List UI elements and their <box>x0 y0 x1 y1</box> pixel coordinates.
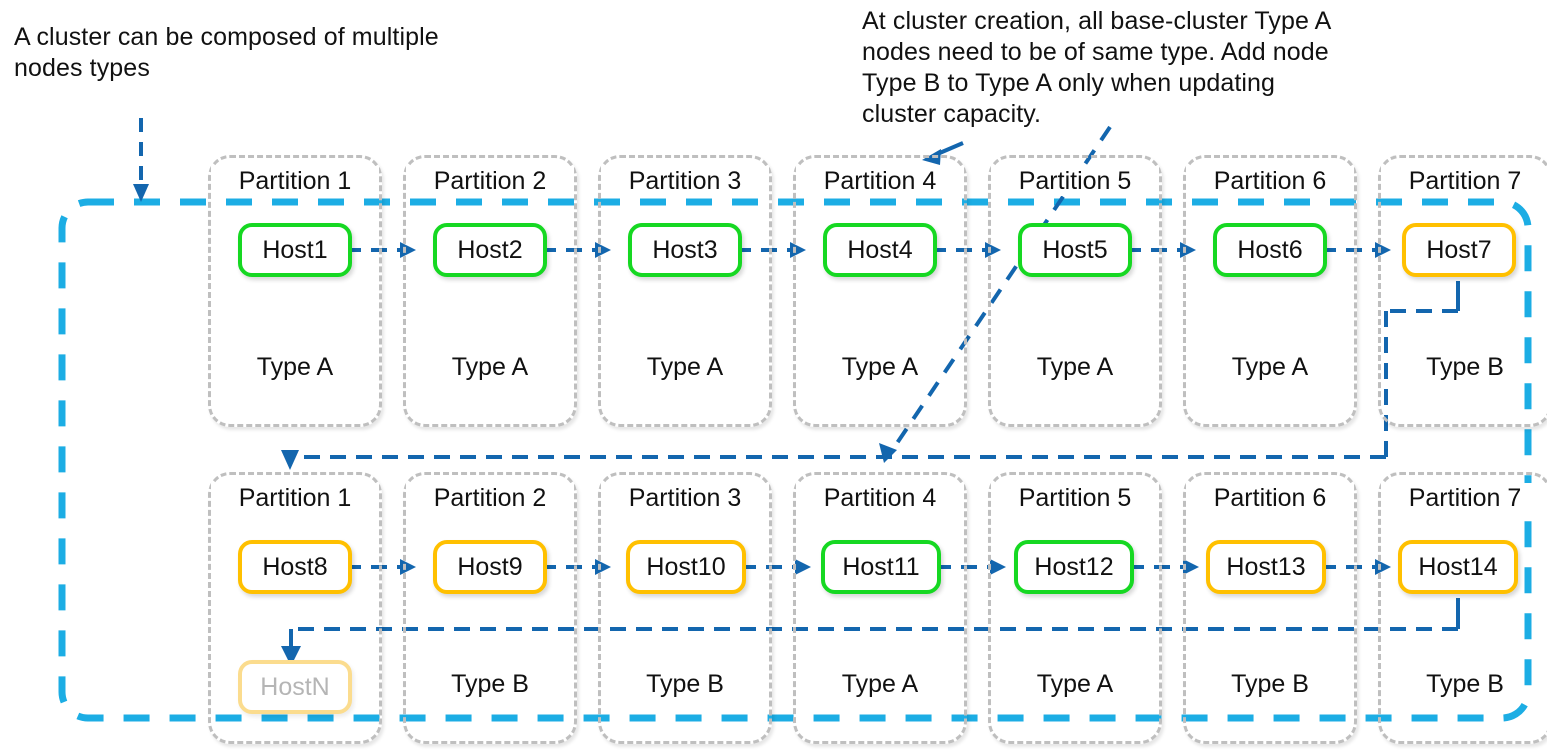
partition-card[interactable]: Partition 1 <box>208 472 382 744</box>
host-label: Host8 <box>262 552 328 581</box>
host7-wrap-connector <box>298 281 1460 459</box>
partition-node-type: Type B <box>646 670 724 698</box>
partition-card[interactable]: Partition 7 Type B <box>1378 472 1547 744</box>
partition-label: Partition 5 <box>991 166 1159 196</box>
host-label: Host10 <box>646 552 726 581</box>
partition-card[interactable]: Partition 7 Type B <box>1378 155 1547 427</box>
partition-node-type: Type A <box>646 353 724 381</box>
partition-card[interactable]: Partition 3 Type A <box>598 155 772 427</box>
partition-card[interactable]: Partition 4 Type A <box>793 155 967 427</box>
partition-card[interactable]: Partition 5 Type A <box>988 155 1162 427</box>
partition-node-type: Type A <box>1231 353 1309 381</box>
host-label: Host6 <box>1237 235 1303 264</box>
partition-label: Partition 1 <box>211 166 379 196</box>
host-node[interactable]: Host8 <box>238 540 352 594</box>
partition-label: Partition 4 <box>796 483 964 513</box>
partition-node-type: Type A <box>451 353 529 381</box>
partition-node-type: Type A <box>1036 670 1114 698</box>
partition-label: Partition 1 <box>211 483 379 513</box>
partition-label: Partition 6 <box>1186 166 1354 196</box>
host-label: Host14 <box>1418 552 1498 581</box>
host-node-placeholder[interactable]: HostN <box>238 660 352 714</box>
host-label: Host5 <box>1042 235 1108 264</box>
partition-node-type: Type A <box>841 353 919 381</box>
partition-label: Partition 2 <box>406 483 574 513</box>
partition-label: Partition 7 <box>1381 166 1547 196</box>
partition-node-type: Type A <box>1036 353 1114 381</box>
host-label: Host12 <box>1034 552 1114 581</box>
partition-label: Partition 3 <box>601 483 769 513</box>
host7-wrap-arrowhead <box>281 450 299 470</box>
host-label: Host9 <box>457 552 523 581</box>
host-node[interactable]: Host14 <box>1398 540 1518 594</box>
host-label: Host2 <box>457 235 523 264</box>
partition-node-type: Type A <box>256 353 334 381</box>
host-node[interactable]: Host2 <box>433 223 547 277</box>
partition-card[interactable]: Partition 5 Type A <box>988 472 1162 744</box>
host-node[interactable]: Host12 <box>1014 540 1134 594</box>
partition-card[interactable]: Partition 1 Type A <box>208 155 382 427</box>
host-label: Host11 <box>842 552 920 581</box>
host-node[interactable]: Host6 <box>1213 223 1327 277</box>
host-node[interactable]: Host1 <box>238 223 352 277</box>
partition-label: Partition 3 <box>601 166 769 196</box>
partition-node-type: Type B <box>1231 670 1309 698</box>
annotation-left-text: A cluster can be composed of multiple no… <box>14 23 439 82</box>
annotation-right-text: At cluster creation, all base-cluster Ty… <box>862 7 1332 128</box>
host-label: Host3 <box>652 235 718 264</box>
partition-node-type: Type A <box>841 670 919 698</box>
host-label: Host1 <box>262 235 328 264</box>
partition-card[interactable]: Partition 6 Type B <box>1183 472 1357 744</box>
host-label: Host13 <box>1226 552 1306 581</box>
partition-card[interactable]: Partition 3 Type B <box>598 472 772 744</box>
partition-card[interactable]: Partition 6 Type A <box>1183 155 1357 427</box>
partition-node-type: Type B <box>1426 670 1504 698</box>
partition-node-type: Type B <box>451 670 529 698</box>
host-node[interactable]: Host7 <box>1402 223 1516 277</box>
host-label: Host7 <box>1426 235 1492 264</box>
host-label: HostN <box>260 672 330 701</box>
host-node[interactable]: Host3 <box>628 223 742 277</box>
host-label: Host4 <box>847 235 913 264</box>
host-node[interactable]: Host4 <box>823 223 937 277</box>
host-node[interactable]: Host5 <box>1018 223 1132 277</box>
host14-wrap-arrowhead <box>281 646 301 666</box>
partition-card[interactable]: Partition 4 Type A <box>793 472 967 744</box>
partition-card[interactable]: Partition 2 Type B <box>403 472 577 744</box>
partition-label: Partition 7 <box>1381 483 1547 513</box>
partition-card[interactable]: Partition 2 Type A <box>403 155 577 427</box>
partition-label: Partition 2 <box>406 166 574 196</box>
partition-label: Partition 4 <box>796 166 964 196</box>
host-node[interactable]: Host11 <box>821 540 941 594</box>
partition-node-type: Type B <box>1426 353 1504 381</box>
partition-label: Partition 5 <box>991 483 1159 513</box>
annotation-left-arrow <box>133 118 149 202</box>
host-node[interactable]: Host13 <box>1206 540 1326 594</box>
host-node[interactable]: Host9 <box>433 540 547 594</box>
partition-label: Partition 6 <box>1186 483 1354 513</box>
host-node[interactable]: Host10 <box>626 540 746 594</box>
